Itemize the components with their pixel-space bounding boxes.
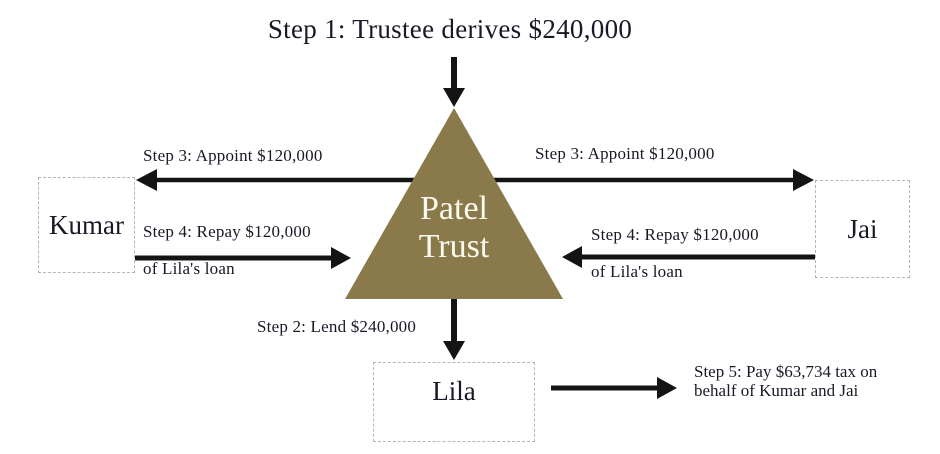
step4-left-label-line1: Step 4: Repay $120,000 [143,222,311,241]
step5-label: Step 5: Pay $63,734 tax on behalf of Kum… [694,362,877,400]
step1-arrowhead [443,88,465,107]
entity-box-lila: Lila [373,362,535,442]
step2-arrowhead [443,341,465,360]
entity-label-lila: Lila [432,375,476,406]
step4-right-label-line1: Step 4: Repay $120,000 [591,225,759,244]
step5-label-line2: behalf of Kumar and Jai [694,381,859,400]
diagram-title: Step 1: Trustee derives $240,000 [267,14,633,44]
entity-box-kumar: Kumar [38,177,135,273]
step3-left-arrowhead [136,169,157,191]
step4-right-label-line2: of Lila's loan [591,262,683,281]
step5-label-line1: Step 5: Pay $63,734 tax on [694,362,878,381]
step5-arrowhead [657,377,677,399]
step3-right-arrowhead [793,169,814,191]
step4-left-label-line2: of Lila's loan [143,259,235,278]
step3-left-label: Step 3: Appoint $120,000 [143,146,323,165]
step4-left-arrowhead [331,247,351,269]
step4-right-arrowhead [562,246,582,268]
step2-label: Step 2: Lend $240,000 [257,317,417,336]
entity-label-kumar: Kumar [49,209,124,240]
trust-name: Patel Trust [374,190,534,266]
trust-triangle [345,108,563,299]
entity-label-jai: Jai [847,213,878,244]
trust-name-line2: Trust [418,228,490,265]
trust-name-line1: Patel [420,190,488,227]
entity-box-jai: Jai [815,180,910,278]
step3-right-label: Step 3: Appoint $120,000 [535,144,715,163]
